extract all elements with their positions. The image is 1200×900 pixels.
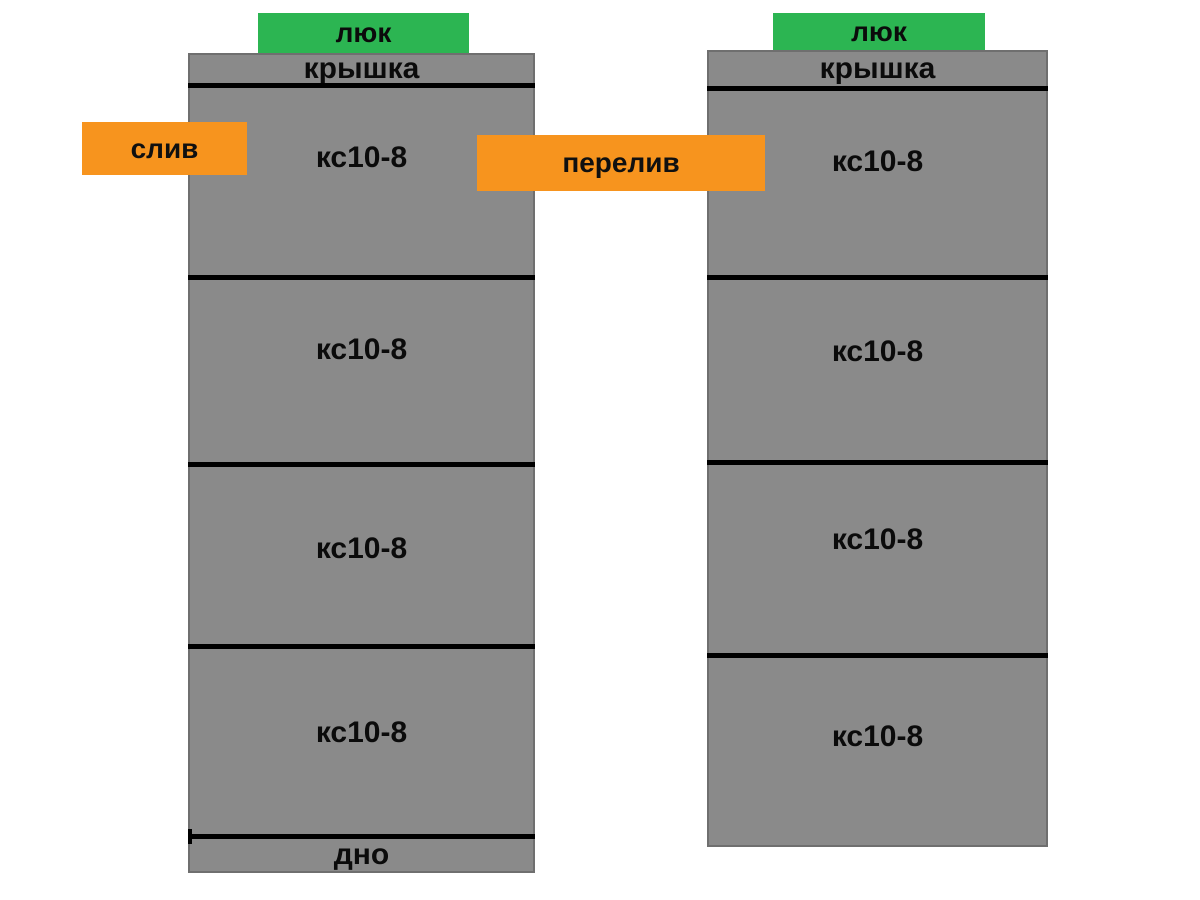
ring-label: кс10-8 [831, 720, 924, 753]
hatch-label: люк [335, 17, 392, 48]
drain-callout: слив [82, 122, 247, 175]
ring-label: кс10-8 [831, 145, 924, 178]
hatch-block-right: люк [773, 13, 985, 50]
ring-label: кс10-8 [831, 335, 924, 368]
line-end-tick [188, 829, 192, 844]
ring-label: кс10-8 [315, 141, 408, 174]
overflow-callout: перелив [477, 135, 765, 191]
bottom-line [188, 829, 535, 844]
ring-label: кс10-8 [315, 716, 408, 749]
cover-label: крышка [303, 52, 420, 85]
separator-line [707, 275, 1048, 280]
separator-line [707, 460, 1048, 465]
separator-line [707, 653, 1048, 658]
overflow-label: перелив [562, 147, 680, 178]
ring-label: кс10-8 [831, 523, 924, 556]
hatch-block-left: люк [258, 13, 469, 53]
hatch-label: люк [851, 15, 907, 47]
separator-line [188, 83, 535, 88]
separator-line [188, 462, 535, 467]
drain-label: слив [130, 132, 199, 164]
separator-line [188, 275, 535, 280]
separator-line [707, 86, 1048, 91]
cover-label: крышка [819, 52, 936, 85]
bottom-label: дно [333, 838, 390, 871]
ring-label: кс10-8 [315, 333, 408, 366]
separator-line [188, 644, 535, 649]
ring-label: кс10-8 [315, 532, 408, 565]
